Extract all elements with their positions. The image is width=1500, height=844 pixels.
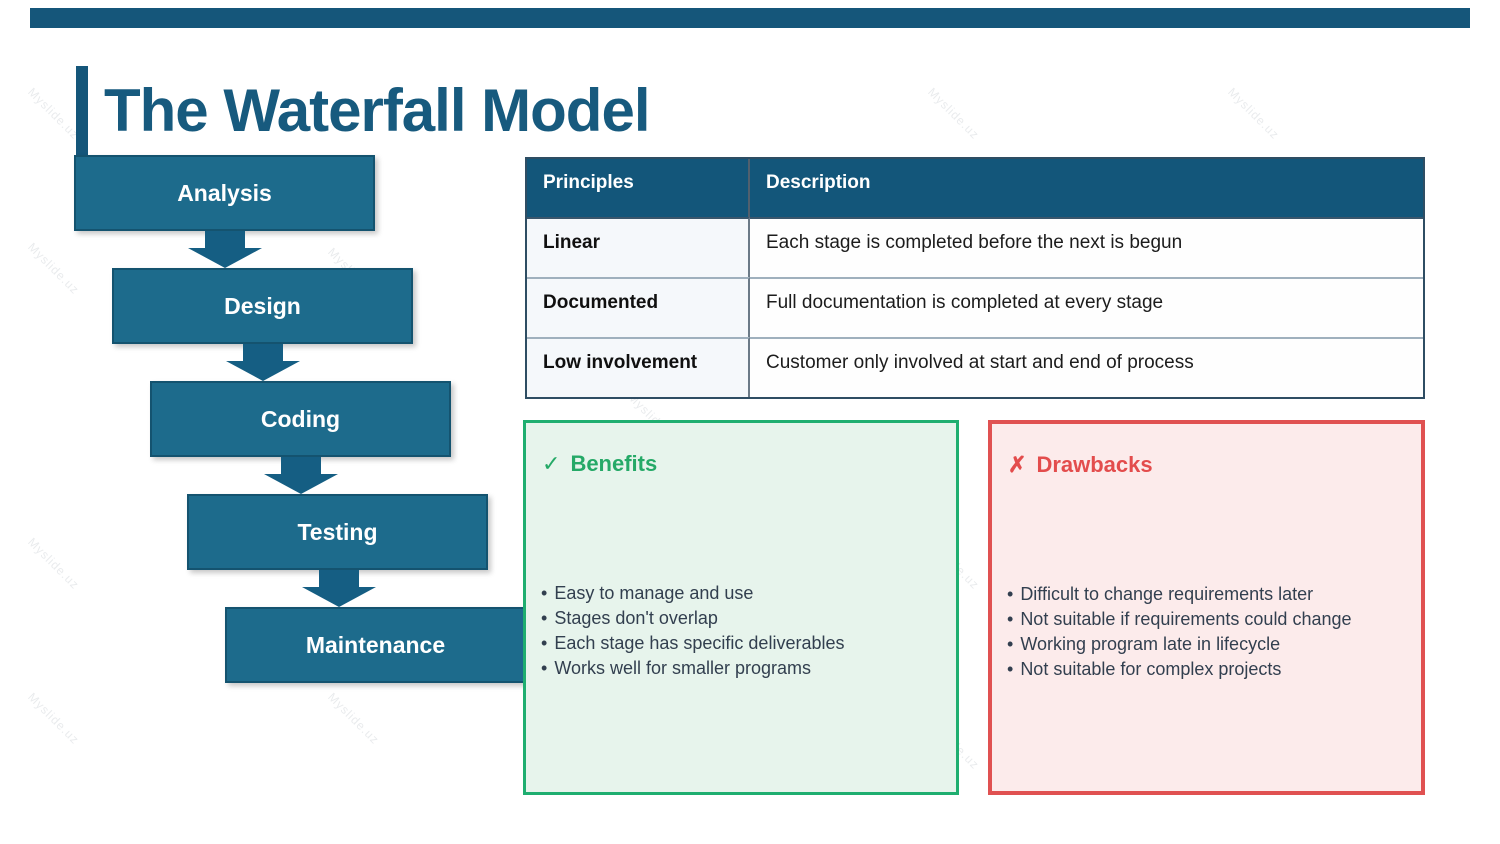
flow-stage-label: Design [224, 292, 301, 319]
down-arrow-icon [264, 457, 338, 494]
watermark-text: Myslide.uz [25, 85, 83, 143]
table-header-principles: Principles [527, 159, 750, 217]
bullet-icon: • [541, 583, 548, 603]
watermark-text: Myslide.uz [25, 535, 83, 593]
list-item-text: Difficult to change requirements later [1020, 584, 1314, 604]
list-item: • Each stage has specific deliverables [541, 631, 946, 656]
list-item-text: Easy to manage and use [554, 583, 754, 603]
flow-stage-design: Design [112, 268, 413, 344]
drawbacks-panel: ✗ Drawbacks • Difficult to change requirem… [988, 420, 1425, 795]
title-accent-bar [76, 66, 88, 160]
list-item: • Stages don't overlap [541, 606, 946, 631]
bullet-icon: • [1007, 659, 1014, 679]
watermark-text: Myslide.uz [1225, 85, 1283, 143]
list-item: • Not suitable for complex projects [1007, 657, 1411, 682]
list-item: • Difficult to change requirements later [1007, 582, 1411, 607]
down-arrow-icon [302, 570, 376, 607]
drawbacks-list: •Difficult to change requirements later … [1007, 582, 1411, 682]
flow-stage-label: Testing [297, 518, 378, 545]
table-cell-description: Full documentation is completed at every… [750, 277, 1423, 337]
watermark-text: Myslide.uz [25, 690, 83, 748]
list-item: • Working program late in lifecycle [1007, 632, 1411, 657]
flow-stage-maintenance: Maintenance [225, 607, 526, 683]
watermark-text: Myslide.uz [325, 690, 383, 748]
table-cell-principle: Linear [527, 217, 750, 277]
bullet-icon: • [1007, 609, 1014, 629]
cross-icon: ✗ [1008, 452, 1027, 477]
bullet-icon: • [541, 633, 548, 653]
list-item-text: Each stage has specific deliverables [554, 633, 845, 653]
drawbacks-title: Drawbacks [1036, 452, 1153, 477]
table-cell-principle: Documented [527, 277, 750, 337]
benefits-list: • Easy to manage and use • Stages don't ov… [541, 581, 946, 681]
list-item-text: Stages don't overlap [554, 608, 718, 628]
top-accent-bar [30, 8, 1470, 28]
list-item-text: Not suitable for complex projects [1020, 659, 1282, 679]
check-icon: ✓ [542, 451, 561, 476]
flow-stage-testing: Testing [187, 494, 488, 570]
flow-stage-coding: Coding [150, 381, 451, 457]
flow-stage-label: Analysis [177, 179, 272, 206]
table-header-description: Description [750, 159, 1423, 217]
bullet-icon: • [541, 658, 548, 678]
principles-table: Principles Description Linear Each stage… [525, 157, 1425, 399]
list-item: • Works well for smaller programs [541, 656, 946, 681]
bullet-icon: • [541, 608, 548, 628]
bullet-icon: • [1007, 634, 1014, 654]
table-cell-description: Customer only involved at start and end … [750, 337, 1423, 397]
bullet-icon: • [1007, 584, 1014, 604]
flow-stage-analysis: Analysis [74, 155, 375, 231]
watermark-text: Myslide.uz [925, 85, 983, 143]
list-item-text: Works well for smaller programs [554, 658, 812, 678]
flow-stage-label: Maintenance [305, 631, 446, 658]
list-item-text: Working program late in lifecycle [1020, 634, 1281, 654]
benefits-heading: ✓ Benefits [542, 451, 657, 477]
benefits-title: Benefits [570, 451, 658, 476]
table-cell-description: Each stage is completed before the next … [750, 217, 1423, 277]
down-arrow-icon [188, 231, 262, 268]
flow-stage-label: Coding [260, 405, 341, 432]
drawbacks-heading: ✗ Drawbacks [1008, 452, 1153, 478]
watermark-text: Myslide.uz [25, 240, 83, 298]
list-item: • Not suitable if requirements could chan… [1007, 607, 1411, 632]
list-item-text: Not suitable if requirements could chang… [1020, 609, 1352, 629]
down-arrow-icon [226, 344, 300, 381]
page-title: The Waterfall Model [104, 77, 650, 144]
table-cell-principle: Low involvement [527, 337, 750, 397]
benefits-panel: ✓ Benefits • Easy to manage and use • Stage… [523, 420, 959, 795]
list-item: • Easy to manage and use [541, 581, 946, 606]
